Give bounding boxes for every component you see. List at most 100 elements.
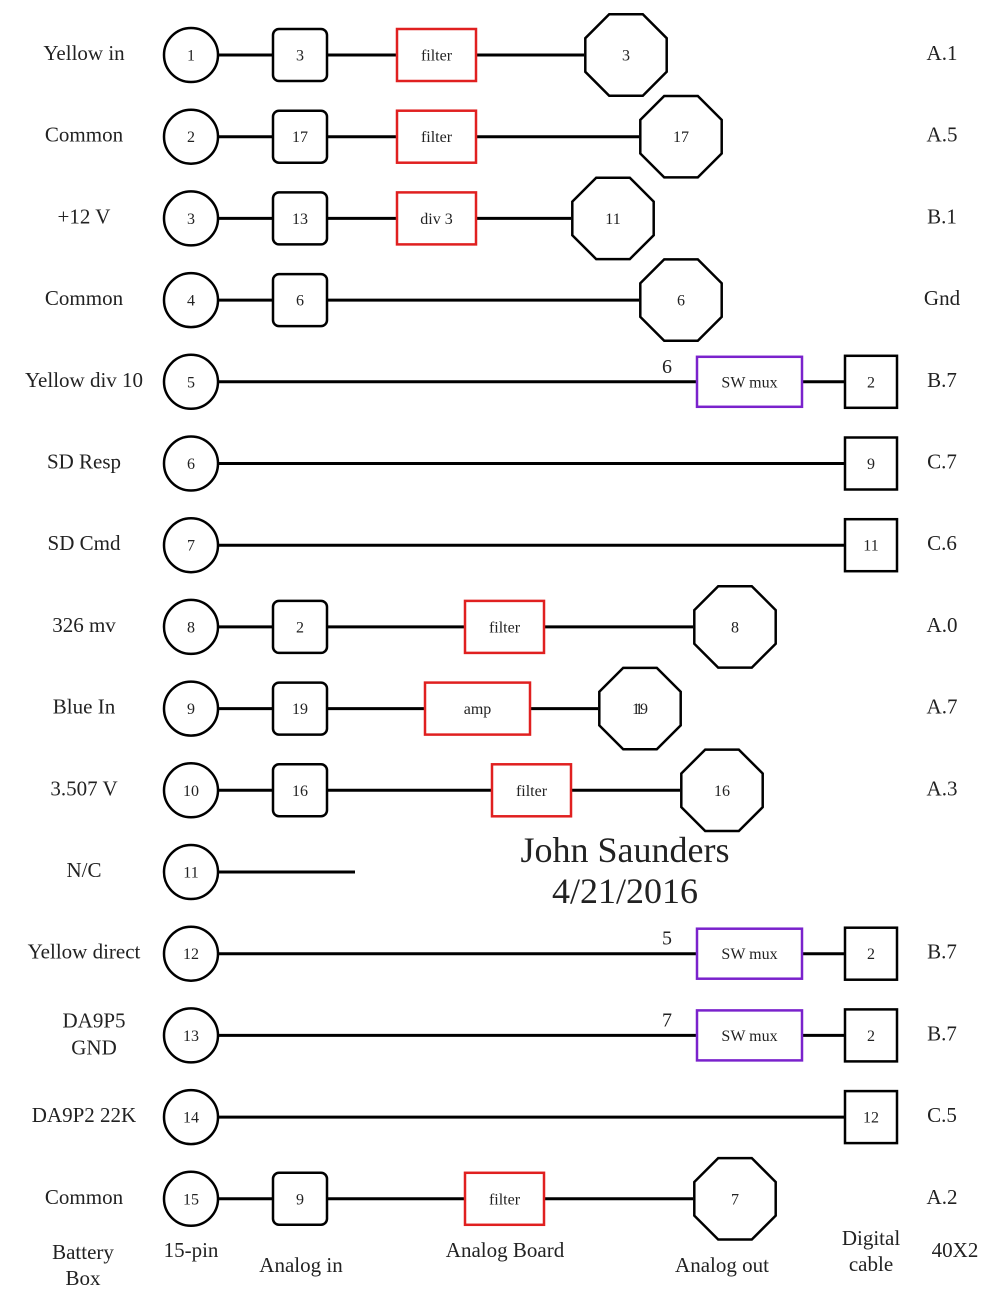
analog-out-octagon [598,666,682,751]
pin-number: 3 [187,211,195,228]
analog-out-number: 6 [677,293,685,310]
pin-connector [162,353,220,411]
pin-connector [162,762,220,819]
digital-cable-number: 11 [863,538,878,555]
analog-out-octagon [693,1156,777,1241]
pin-number: 10 [183,783,199,800]
connection-row: 3.507 V 10 16 filter 16 A.3 [50,748,958,833]
analog-out-overlay-number: 1 [635,701,643,718]
analog-board-block [463,1171,546,1227]
signature-date: 4/21/2016 [552,871,698,911]
pin-connector [162,680,220,737]
signal-label: Yellow in [43,41,125,65]
digital-cable-box [843,354,899,410]
analog-in-number: 3 [296,48,304,65]
analog-in-box [271,27,329,83]
sw-mux-block [695,1009,804,1062]
analog-out-number: 19 [632,701,648,718]
port-destination: C.6 [927,531,957,555]
signal-label: DA9P5 [62,1008,125,1032]
pin-connector [162,1170,220,1228]
analog-board-label: filter [489,619,521,636]
mux-channel-number: 7 [662,1009,672,1031]
footer-40x2: 40X2 [932,1238,979,1262]
analog-board-label: filter [516,783,548,800]
sw-mux-block [695,927,804,980]
signal-label: SD Cmd [48,531,121,555]
digital-cable-number: 2 [867,374,875,391]
analog-out-octagon [584,13,668,97]
pin-number: 6 [187,456,195,473]
analog-board-label: filter [489,1191,521,1208]
footer-battery-box-1: Battery [52,1240,114,1264]
pin-connector [162,843,220,901]
analog-out-number: 3 [622,48,630,65]
sw-mux-label: SW mux [721,1028,777,1045]
pin-connector [162,1007,220,1064]
digital-cable-box [843,517,899,573]
analog-board-block [490,763,573,818]
pin-number: 8 [187,619,195,636]
port-destination: C.7 [927,450,957,474]
analog-in-box [271,763,329,818]
analog-out-number: 17 [673,129,689,146]
analog-in-box [271,109,329,164]
analog-board-block [395,109,478,164]
pin-number: 2 [187,129,195,146]
column-footer: Battery Box 15-pin Analog in Analog Boar… [52,1226,978,1290]
pin-number: 4 [187,293,195,310]
analog-in-box [271,599,329,655]
pin-number: 5 [187,374,195,391]
digital-cable-number: 9 [867,456,875,473]
analog-out-octagon [680,748,764,833]
digital-cable-number: 12 [863,1110,879,1127]
footer-analog-board: Analog Board [446,1238,565,1262]
analog-out-number: 11 [605,211,620,228]
pin-connector [162,26,220,84]
analog-board-label: filter [421,129,453,146]
signal-label: Common [45,1185,124,1209]
analog-in-box [271,191,329,246]
analog-out-octagon [639,94,723,179]
port-destination: B.7 [927,1021,957,1045]
port-destination: A.1 [927,41,958,65]
analog-out-octagon [571,176,655,261]
footer-digital-cable-2: cable [849,1252,893,1276]
signal-label: 326 mv [52,613,116,637]
port-destination: A.3 [927,776,958,800]
analog-out-number: 16 [714,783,730,800]
pin-number: 9 [187,701,195,718]
sw-mux-label: SW mux [721,946,777,963]
signal-label: Yellow direct [28,940,141,964]
analog-board-block [423,681,532,736]
analog-in-number: 16 [292,783,308,800]
pin-connector [162,925,220,982]
pin-connector [162,190,220,247]
signal-label: Blue In [53,695,116,719]
pin-connector [162,598,220,656]
port-destination: Gnd [924,286,961,310]
footer-battery-box-2: Box [65,1266,101,1290]
signal-label: Common [45,123,124,147]
footer-15-pin: 15-pin [164,1238,219,1262]
signal-label: Common [45,286,124,310]
mux-channel-number: 5 [662,928,672,950]
sw-mux-label: SW mux [721,374,777,391]
analog-in-number: 13 [292,211,308,228]
signal-label: 3.507 V [50,776,117,800]
digital-cable-box [843,1008,899,1063]
analog-in-number: 19 [292,701,308,718]
analog-in-box [271,1171,329,1227]
signature-name: John Saunders [521,830,730,870]
digital-cable-box [843,926,899,981]
